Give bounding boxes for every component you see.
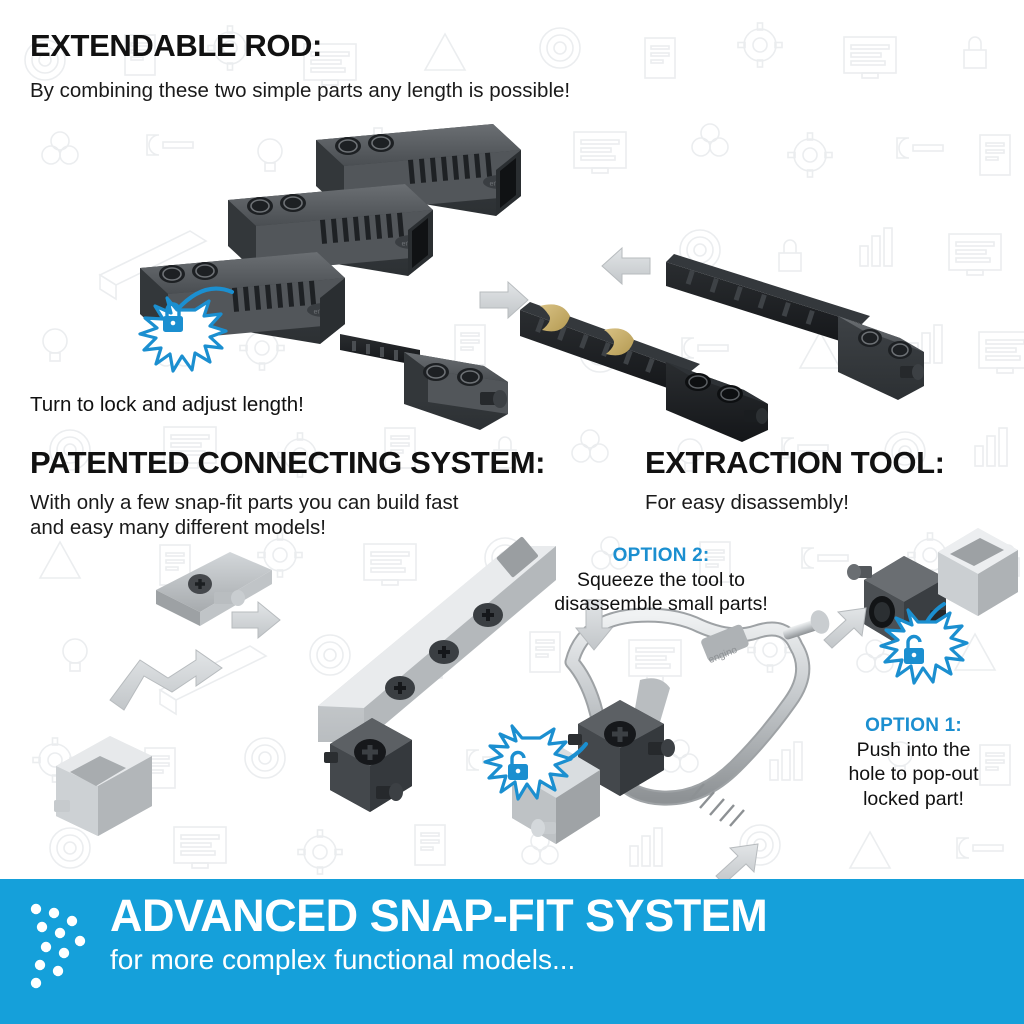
inner-rail-right [666, 254, 924, 400]
heading-extraction-tool: EXTRACTION TOOL: [645, 445, 945, 480]
light-cube-part [54, 736, 152, 836]
option-2-title: OPTION 2: [612, 545, 710, 566]
arrow-3d-icon-rod [479, 280, 529, 320]
subtitle-connecting-system: With only a few snap-fit parts you can b… [30, 490, 458, 540]
callout-option-2: OPTION 2: Squeeze the tool to disassembl… [516, 544, 806, 617]
banner-subtitle: for more complex functional models... [110, 944, 576, 975]
heading-connecting-system: PATENTED CONNECTING SYSTEM: [30, 445, 546, 480]
arrow-3d-icon-connector1 [231, 600, 281, 640]
flat-connector [156, 552, 272, 626]
banner-text-block: ADVANCED SNAP-FIT SYSTEM for more comple… [110, 890, 768, 976]
option-2-line1: Squeeze the tool to [576, 568, 746, 591]
lock-burst-option2 [483, 724, 588, 801]
arrow-3d-icon-rail [601, 246, 651, 286]
option-1-line3: locked part! [863, 787, 964, 810]
heading-extendable-rod: EXTENDABLE ROD: [30, 28, 322, 63]
arrow-3d-icon-push [823, 607, 867, 649]
option-2-line2: disassemble small parts! [554, 593, 768, 616]
subtitle-extraction-tool: For easy disassembly! [645, 491, 849, 514]
subtitle-connecting-line1: With only a few snap-fit parts you can b… [30, 491, 459, 514]
bottom-banner: ADVANCED SNAP-FIT SYSTEM for more comple… [0, 879, 1024, 1024]
option-1-line1: Push into the [856, 738, 971, 761]
caption-turn-to-lock: Turn to lock and adjust length! [30, 393, 304, 416]
lock-burst-option1 [879, 602, 969, 685]
subtitle-extendable-rod: By combining these two simple parts any … [30, 79, 571, 102]
dotted-chevron-logo-icon [30, 903, 86, 989]
option-1-title: OPTION 1: [865, 715, 962, 736]
banner-title: ADVANCED SNAP-FIT SYSTEM [110, 890, 768, 941]
option-1-line2: hole to pop-out [848, 763, 979, 786]
callout-option-1: OPTION 1: Push into the hole to pop-out … [806, 714, 1021, 811]
subtitle-connecting-line2: and easy many different models! [30, 516, 326, 539]
arrow-3d-icon-squeeze [574, 599, 614, 651]
